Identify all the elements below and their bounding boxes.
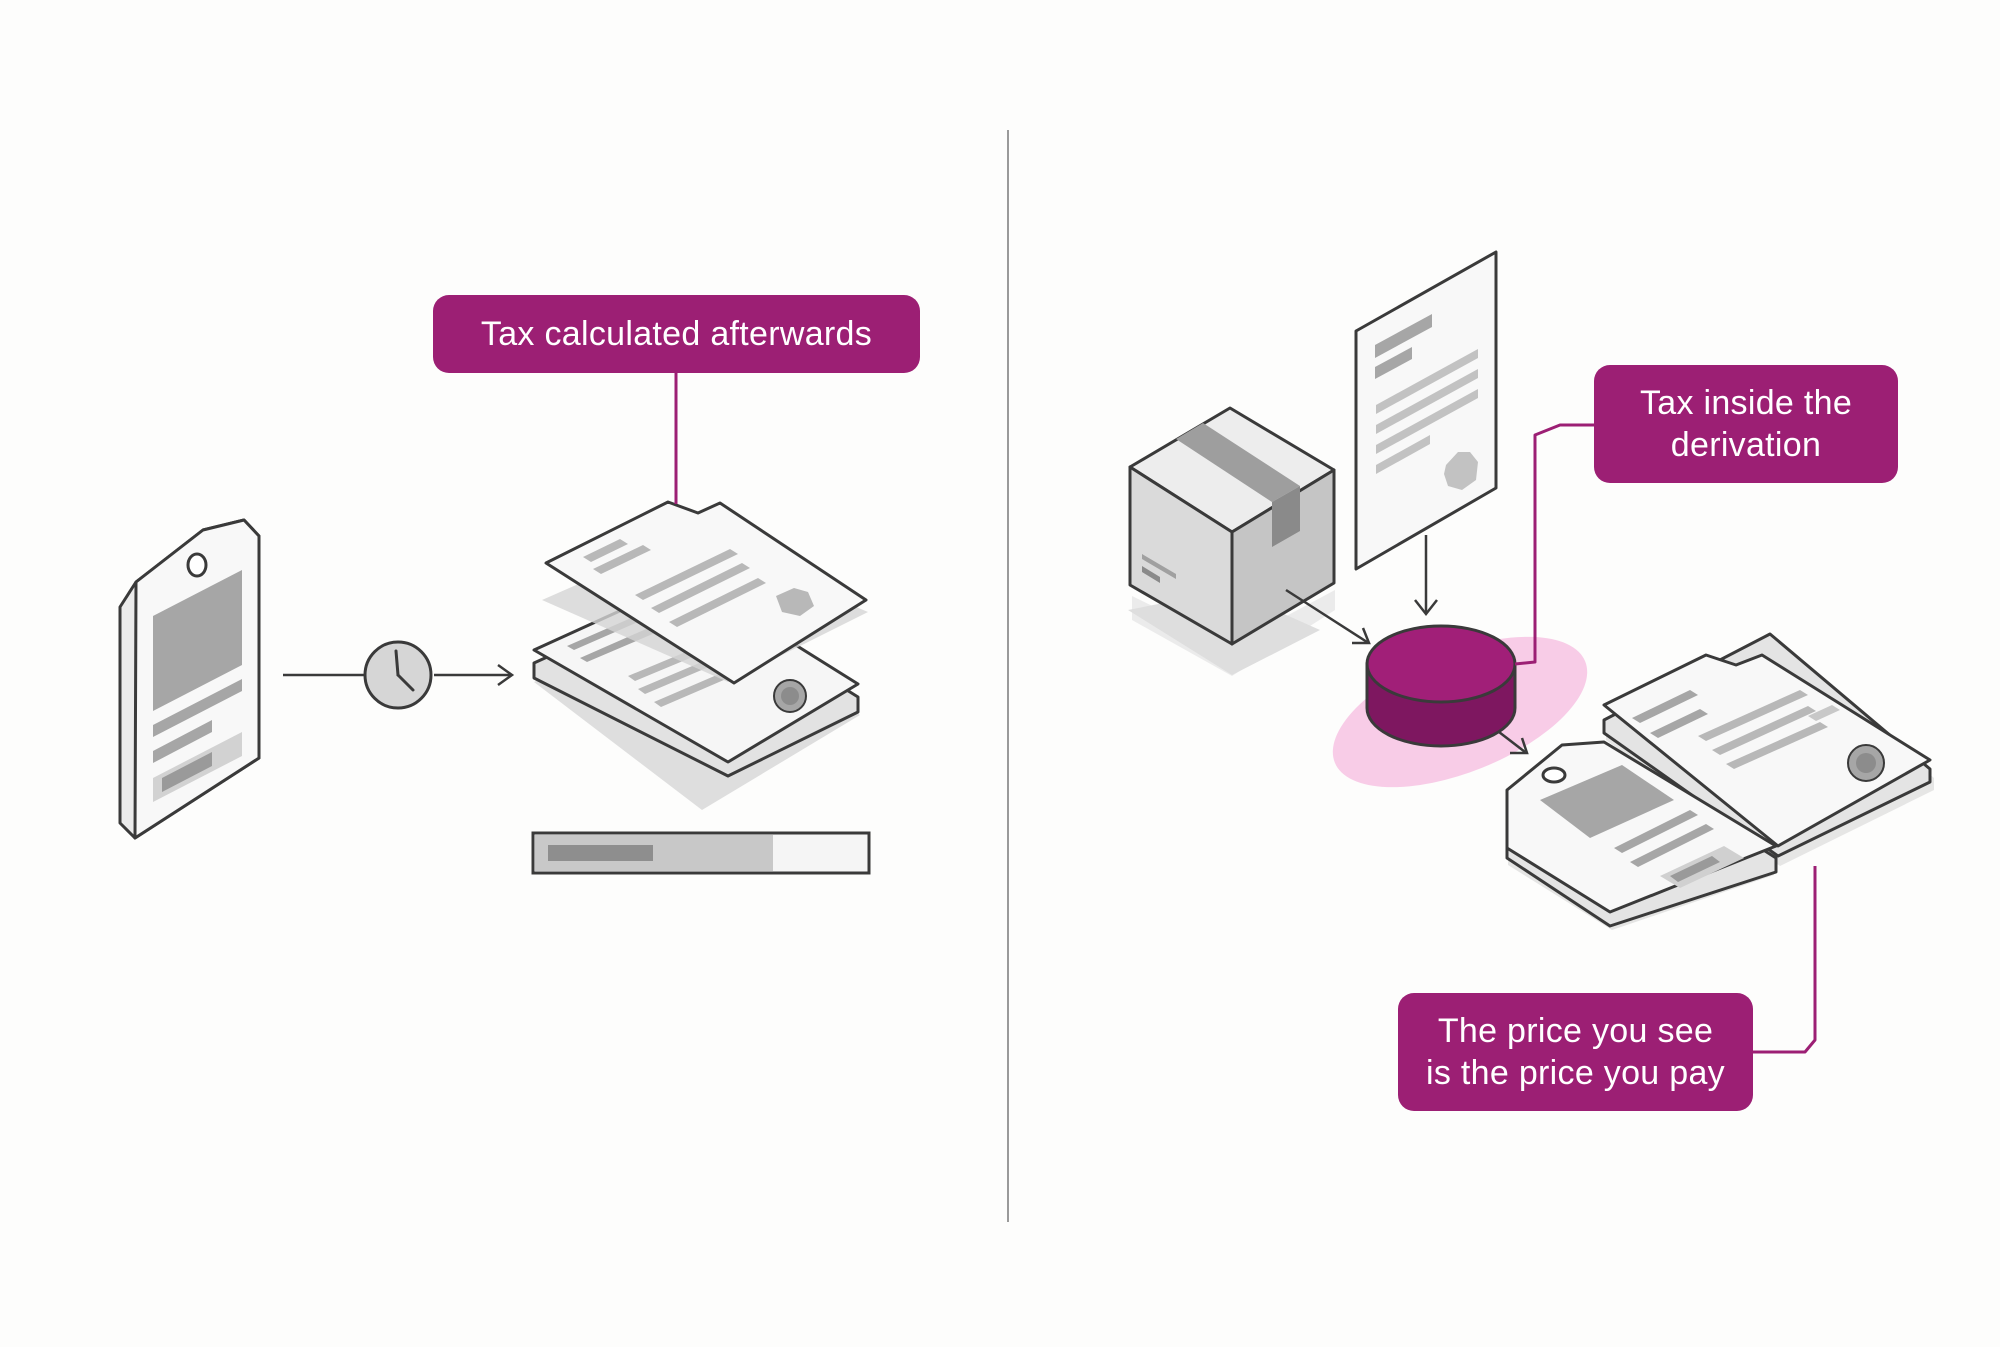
invoice-stack-icon <box>532 500 868 810</box>
callout-price-line1: The price you see <box>1437 1012 1714 1050</box>
clock-icon <box>363 640 433 710</box>
callout-tax-afterwards: Tax calculated afterwards <box>433 295 920 373</box>
callout-price-line2: is the price you pay <box>1426 1054 1725 1092</box>
callout-leader-right-top <box>1514 423 1594 666</box>
callout-price-you-pay: The price you see is the price you pay <box>1398 993 1753 1111</box>
callout-leader-right-bottom <box>1753 866 1817 1054</box>
progress-bar-icon <box>531 831 871 875</box>
flow-arrow <box>283 663 515 687</box>
invoice-icon <box>1602 632 1934 866</box>
callout-tax-inside-line2: derivation <box>1670 426 1822 464</box>
price-tag-icon <box>118 518 261 840</box>
callout-tax-afterwards-text: Tax calculated afterwards <box>480 315 873 353</box>
package-box-icon <box>1128 406 1336 676</box>
tax-cylinder-icon <box>1365 624 1517 748</box>
price-tag-icon <box>1505 740 1778 930</box>
document-icon <box>1354 250 1498 571</box>
progress-fill <box>548 845 653 861</box>
callout-tax-inside: Tax inside the derivation <box>1594 365 1898 483</box>
callout-tax-inside-line1: Tax inside the <box>1639 384 1853 422</box>
